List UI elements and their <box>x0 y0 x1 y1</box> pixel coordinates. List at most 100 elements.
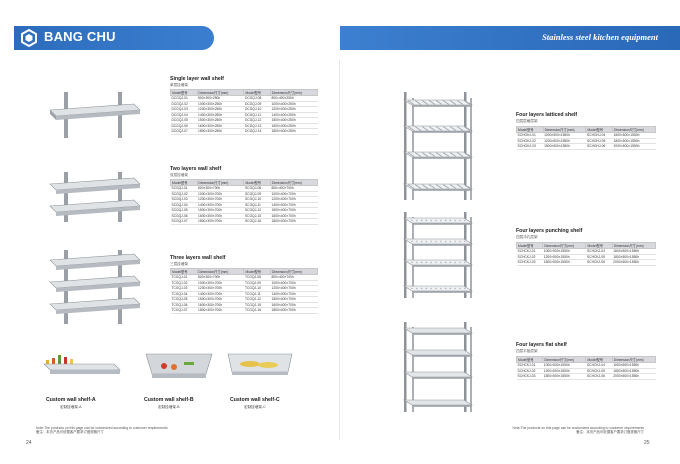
punch-hole <box>449 240 452 243</box>
table-cell: DCGQJ-05 <box>170 117 198 124</box>
table-cell: TCGQJ-11 <box>243 291 271 297</box>
lattice-bar <box>449 126 457 131</box>
punch-hole <box>411 261 413 264</box>
lattice-bar <box>463 100 471 105</box>
three-shelf-image <box>49 250 141 324</box>
punch-hole <box>440 287 442 290</box>
left-footnote-cn: 备注：本页产品可依据客户要求订做规格尺寸 <box>36 430 104 435</box>
table-cell: SCGQJ-16 <box>243 218 271 225</box>
table-cell: 1400×400×700h <box>270 202 318 208</box>
shelf-layer <box>402 217 474 224</box>
header-bar-right <box>340 26 680 50</box>
lattice-bar <box>428 152 436 157</box>
lattice-bar <box>456 100 464 105</box>
table-cell: TCGQJ-02 <box>170 280 198 286</box>
single-shelf-subtitle: 单层挂墙架 <box>170 83 188 87</box>
table-cell: 2000×500×1550h <box>612 373 656 380</box>
table-cell: 1000×400×250h <box>270 101 318 107</box>
hexagon-logo-icon <box>21 28 37 48</box>
lattice-bar <box>414 152 422 157</box>
table-cell: 800×300×700h <box>197 185 244 192</box>
punch-hole <box>435 287 437 290</box>
table-cell: SCHCKJ-01 <box>516 362 543 369</box>
table-cell: 1200×400×250h <box>270 106 318 113</box>
custom-shelf-b-image <box>145 353 213 378</box>
single-shelf-title: Single layer wall shelf <box>170 76 224 82</box>
table-cell: SCGQJ-09 <box>243 191 271 197</box>
column-header: Dimension尺寸(mm) <box>542 126 587 133</box>
table-cell: 1500×400×250h <box>270 117 318 124</box>
table-cell: DCGQJ-10 <box>243 106 271 113</box>
table-cell: 1400×400×700h <box>270 291 318 297</box>
table-cell: 1200×400×700h <box>270 196 318 203</box>
table-cell: 1800×400×250h <box>270 128 318 135</box>
table-cell: SCGQJ-06 <box>170 213 198 219</box>
table-cell: 1600×400×250h <box>270 123 318 129</box>
lattice-bar <box>463 152 471 157</box>
table-cell: 1200×300×700h <box>197 196 244 203</box>
column-header: Model型号 <box>515 356 544 363</box>
punch-hole <box>444 219 447 222</box>
flat-shelf-title: Four layers flat shelf <box>516 342 567 348</box>
table-cell: 1800×500×1550h <box>612 368 656 374</box>
lattice-bar <box>421 100 429 105</box>
table-cell: DCGQJ-02 <box>170 101 198 107</box>
table-cell: DCGQJ-11 <box>243 112 271 118</box>
table-cell: SCHGHJ-04 <box>585 132 613 139</box>
shelf-layer <box>402 99 474 106</box>
punch-hole <box>416 219 418 222</box>
punch-hole <box>449 261 452 264</box>
brand-name: BANG CHU <box>44 29 116 44</box>
three-shelf-subtitle: 三层挂墙架 <box>170 262 188 266</box>
latticed-shelf-subtitle: 四层层格层架 <box>516 119 538 123</box>
table-cell: 800×400×250h <box>270 95 318 102</box>
shelf-layer <box>402 349 474 356</box>
table-cell: 1500×500×1550h <box>542 373 586 380</box>
table-cell: 1400×400×250h <box>270 112 318 118</box>
left-footnote-en: Note:The products on this page can be cu… <box>36 426 168 430</box>
punch-hole <box>430 240 432 243</box>
punch-hole <box>430 219 432 222</box>
table-cell: 1800×500×1550h <box>612 254 656 260</box>
table-cell: SCGQJ-07 <box>170 218 198 225</box>
punch-hole <box>411 287 413 290</box>
column-header: Dimension尺寸(mm) <box>270 268 318 275</box>
table-cell: SCHGHJ-05 <box>585 138 613 144</box>
shelf-layer-edge <box>412 265 472 267</box>
table-cell: TCGQJ-08 <box>243 274 271 281</box>
punch-hole <box>444 287 447 290</box>
table-cell: DCGQJ-09 <box>243 101 271 107</box>
table-cell: SCGQJ-11 <box>243 202 271 208</box>
punch-hole <box>440 261 442 264</box>
table-cell: 800×300×250h <box>197 95 244 102</box>
table-cell: SCGQJ-04 <box>170 202 198 208</box>
table-cell: 1000×500×1550h <box>543 132 586 139</box>
two-shelf-title: Two layers wall shelf <box>170 166 222 172</box>
table-cell: TCGQJ-03 <box>170 285 198 292</box>
shelf-layer-edge <box>412 157 472 159</box>
table-cell: DCGQJ-08 <box>243 95 271 102</box>
column-header: Model型号 <box>515 242 544 249</box>
lattice-bar <box>456 184 464 189</box>
latticed-shelf-image <box>402 92 474 200</box>
table-cell: SCHCKJ-03 <box>516 373 543 380</box>
right-footnote-cn: 备注：本页产品可依据客户要求订做规格尺寸 <box>576 430 644 435</box>
table-cell: DCGQJ-01 <box>170 95 198 102</box>
table-cell: 1800×300×700h <box>197 218 244 225</box>
lattice-bar <box>449 184 457 189</box>
custom-shelf-a-subtitle: 定制挂墙架-A <box>60 405 82 409</box>
